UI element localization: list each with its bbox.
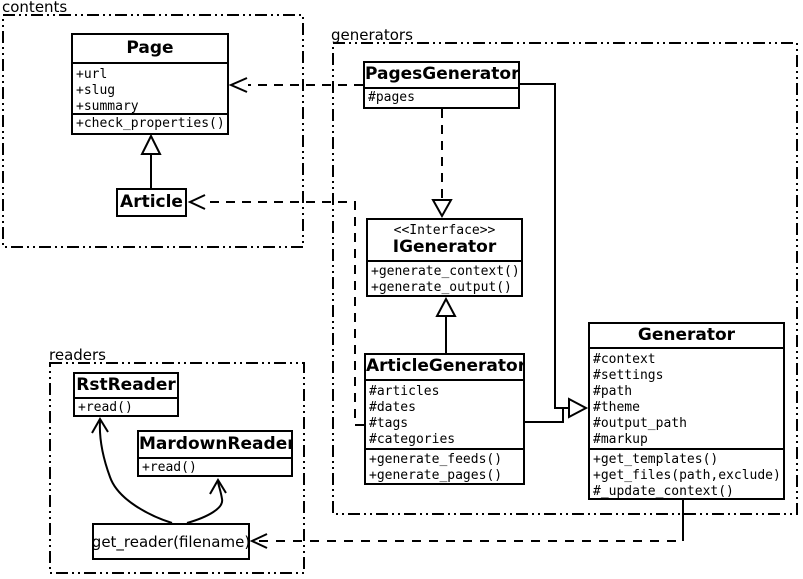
- method: +generate_output(): [371, 280, 512, 295]
- class-box-pages-generator: PagesGenerator #pages: [363, 61, 520, 109]
- dependency-pagesgenerator-to-page: [228, 77, 363, 93]
- generalization-articlegenerator-to-igenerator: [435, 296, 457, 353]
- stereotype-label: <<Interface>>: [393, 223, 496, 238]
- open-arrowhead-icon: [228, 77, 248, 93]
- class-box-article: Article: [116, 188, 187, 217]
- package-label-generators: generators: [331, 26, 413, 44]
- attribute: #tags: [369, 416, 409, 431]
- class-title-article-generator: ArticleGenerator: [366, 355, 523, 381]
- class-title-page: Page: [73, 35, 227, 64]
- class-box-rst-reader: RstReader +read(): [73, 372, 179, 417]
- class-attributes-page: +url +slug +summary: [73, 64, 227, 115]
- class-attributes-generator: #context #settings #path #theme #output_…: [590, 349, 783, 450]
- class-methods-article-generator: +generate_feeds() +generate_pages(): [366, 450, 523, 483]
- class-title-igenerator: <<Interface>> IGenerator: [368, 220, 521, 262]
- generalization-generators-to-generator: [520, 83, 589, 423]
- attribute: +slug: [76, 83, 116, 98]
- class-title-pages-generator: PagesGenerator: [365, 63, 518, 89]
- class-box-igenerator: <<Interface>> IGenerator +generate_conte…: [366, 218, 523, 297]
- function-box-get-reader: get_reader(filename): [92, 523, 250, 560]
- open-arrowhead-icon: [209, 478, 227, 495]
- class-box-markdown-reader: MardownReader +read(): [137, 430, 293, 477]
- open-arrowhead-icon: [91, 417, 109, 434]
- class-methods-page: +check_properties(): [73, 115, 227, 133]
- method: +get_files(path,exclude): [593, 468, 781, 483]
- class-title-text: IGenerator: [392, 237, 497, 257]
- dependency-articlegenerator-to-article: [187, 194, 364, 426]
- attribute: #path: [593, 384, 633, 399]
- attribute: #output_path: [593, 416, 687, 431]
- class-methods-igenerator: +generate_context() +generate_output(): [368, 262, 521, 295]
- function-label: get_reader(filename): [91, 532, 251, 551]
- realization-pagesgenerator-to-igenerator: [431, 109, 453, 219]
- class-box-generator: Generator #context #settings #path #them…: [588, 322, 785, 500]
- class-title-rst-reader: RstReader: [75, 374, 177, 399]
- class-methods-generator: +get_templates() +get_files(path,exclude…: [590, 450, 783, 498]
- package-label-readers: readers: [49, 346, 106, 364]
- method: #_update_context(): [593, 484, 734, 498]
- method: +generate_context(): [371, 264, 520, 279]
- attribute: #articles: [369, 384, 440, 399]
- generalization-article-to-page: [140, 133, 162, 188]
- method: +generate_feeds(): [369, 452, 503, 467]
- class-title-markdown-reader: MardownReader: [139, 432, 291, 459]
- class-title-generator: Generator: [590, 324, 783, 349]
- dependency-generator-to-getreader: [249, 500, 684, 549]
- attribute: #context: [593, 352, 656, 367]
- attribute: +summary: [76, 99, 139, 114]
- attribute: #pages: [368, 90, 415, 105]
- open-arrowhead-icon: [187, 194, 206, 210]
- class-box-article-generator: ArticleGenerator #articles #dates #tags …: [364, 353, 525, 485]
- attribute: #settings: [593, 368, 664, 383]
- method: +read(): [142, 460, 197, 475]
- method: +check_properties(): [76, 116, 225, 131]
- class-methods-markdown-reader: +read(): [139, 459, 291, 475]
- method: +generate_pages(): [369, 468, 503, 483]
- class-title-article: Article: [120, 192, 183, 212]
- attribute: +url: [76, 67, 108, 82]
- attribute: #markup: [593, 432, 648, 447]
- association-getreader-to-markdownreader: [186, 478, 227, 524]
- attribute: #categories: [369, 432, 456, 447]
- package-label-contents: contents: [2, 0, 68, 16]
- method: +get_templates(): [593, 452, 719, 467]
- class-attributes-article-generator: #articles #dates #tags #categories: [366, 381, 523, 450]
- class-methods-rst-reader: +read(): [75, 399, 177, 415]
- open-arrowhead-icon: [249, 533, 268, 549]
- class-attributes-pages-generator: #pages: [365, 89, 518, 107]
- attribute: #theme: [593, 400, 640, 415]
- attribute: #dates: [369, 400, 416, 415]
- class-box-page: Page +url +slug +summary +check_properti…: [71, 33, 229, 135]
- method: +read(): [78, 400, 133, 415]
